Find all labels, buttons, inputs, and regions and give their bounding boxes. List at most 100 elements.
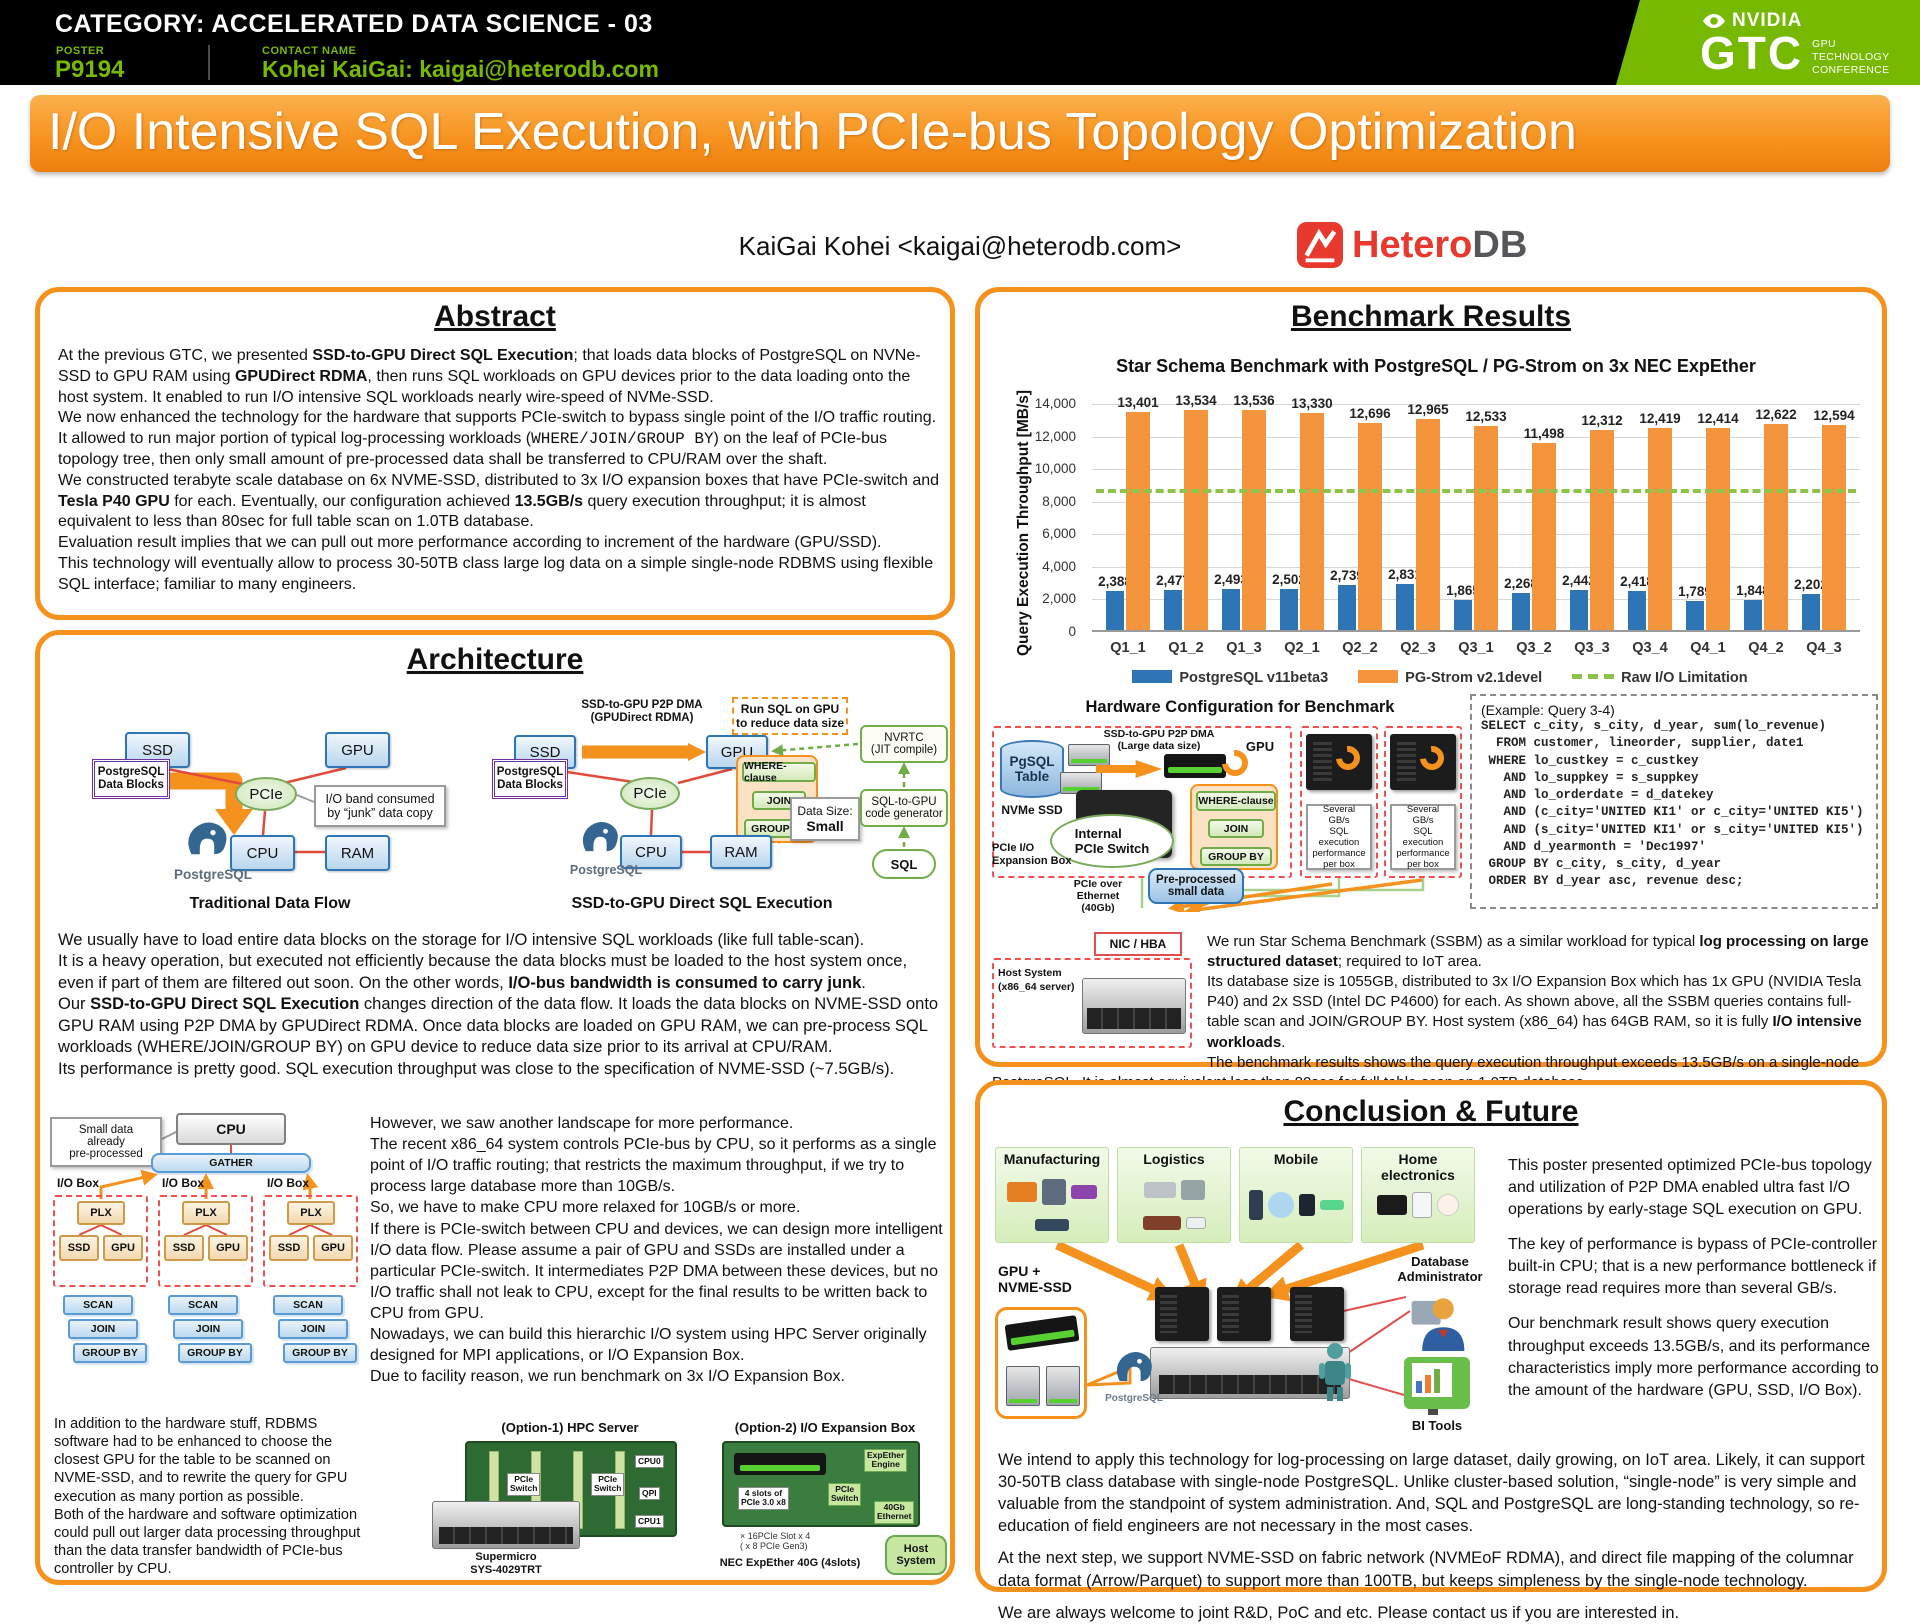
industry-label: Manufacturing bbox=[1003, 1151, 1101, 1167]
bar-wrap: 1,865 bbox=[1446, 583, 1480, 630]
hw-config-diagram: PgSQL Table NVMe SSD SSD-to-GPU P2P DMA … bbox=[992, 720, 1462, 914]
mobile-illustration bbox=[1248, 1174, 1344, 1236]
bar-postgresql-Q1_2 bbox=[1164, 589, 1182, 630]
bar-value-label: 2,418 bbox=[1620, 573, 1654, 589]
option1-caption: Supermicro SYS-4029TRT bbox=[470, 1551, 542, 1576]
sql-box: SQL bbox=[872, 849, 936, 879]
bar-value-label: 1,865 bbox=[1446, 582, 1480, 598]
bar-postgresql-Q3_2 bbox=[1512, 593, 1530, 630]
internal-pcie-switch: Internal PCIe Switch bbox=[1050, 814, 1174, 868]
bar-pg-strom-Q3_3 bbox=[1590, 429, 1614, 630]
bar-wrap: 13,401 bbox=[1117, 395, 1159, 630]
bar-value-label: 13,536 bbox=[1233, 392, 1275, 408]
header-divider bbox=[208, 45, 210, 80]
bar-pg-strom-Q3_4 bbox=[1648, 427, 1672, 630]
nvme-ssd-label: NVMe SSD bbox=[1001, 803, 1063, 817]
industry-box-mobile: Mobile bbox=[1239, 1147, 1353, 1243]
option2-caption: NEC ExpEther 40G (4slots) bbox=[719, 1557, 861, 1569]
bar-postgresql-Q3_1 bbox=[1454, 599, 1472, 630]
gather-bar: GATHER bbox=[151, 1153, 311, 1173]
bar-value-label: 2,739 bbox=[1330, 568, 1364, 584]
option1-chassis-photo bbox=[432, 1501, 580, 1549]
author-byline: KaiGai Kohei <kaigai@heterodb.com> bbox=[738, 231, 1182, 261]
trad-caption: Traditional Data Flow bbox=[189, 895, 351, 912]
iobox-dashed-box bbox=[53, 1195, 148, 1287]
bar-value-label: 12,414 bbox=[1697, 410, 1739, 426]
perbox-performance-label: Several GB/s SQL execution performance p… bbox=[1306, 804, 1372, 870]
scan-chip: SCAN bbox=[273, 1295, 343, 1315]
data-size-small-box: Data Size: Small bbox=[790, 797, 860, 841]
title-banner: I/O Intensive SQL Execution, with PCIe-b… bbox=[30, 95, 1890, 172]
bar-wrap: 2,831 bbox=[1388, 567, 1422, 630]
category-label: CATEGORY: ACCELERATED DATA SCIENCE - 03 bbox=[55, 10, 653, 38]
option2-label: (Option-2) I/O Expansion Box bbox=[734, 1420, 916, 1435]
scan-chip: SCAN bbox=[63, 1295, 133, 1315]
bar-pg-strom-Q2_3 bbox=[1416, 418, 1440, 630]
bar-postgresql-Q4_1 bbox=[1686, 600, 1704, 630]
server-icon bbox=[1155, 1287, 1209, 1341]
bar-value-label: 11,498 bbox=[1523, 425, 1565, 441]
abstract-body: At the previous GTC, we presented SSD-to… bbox=[58, 347, 940, 593]
bar-pg-strom-Q1_3 bbox=[1242, 409, 1266, 630]
bar-postgresql-Q4_3 bbox=[1802, 594, 1820, 630]
conclusion-paragraph: Our benchmark result shows query executi… bbox=[1508, 1315, 1879, 1399]
bar-value-label: 2,268 bbox=[1504, 576, 1538, 592]
iobox-dashed-box bbox=[263, 1195, 358, 1287]
y-tick-label: 2,000 bbox=[1042, 591, 1076, 607]
manufacturing-illustration bbox=[1004, 1174, 1100, 1236]
gtc-subtitle: GPU TECHNOLOGY CONFERENCE bbox=[1812, 38, 1890, 77]
bar-wrap: 12,696 bbox=[1349, 406, 1391, 630]
join-chip: JOIN bbox=[68, 1319, 138, 1339]
qpi-chip: QPI bbox=[639, 1487, 660, 1501]
direct-caption: SSD-to-GPU Direct SQL Execution bbox=[571, 895, 833, 912]
bar-pg-strom-Q4_3 bbox=[1822, 424, 1846, 630]
legend-item-pgstrom: PG-Strom v2.1devel bbox=[1358, 670, 1542, 686]
pcie-slots-chip: 4 slots of PCIe 3.0 x8 bbox=[738, 1487, 789, 1510]
legend-swatch-green-dash bbox=[1572, 674, 1615, 679]
bar-value-label: 12,965 bbox=[1407, 401, 1449, 417]
nvme-ssd-icon bbox=[1006, 1366, 1040, 1406]
x-tick-label: Q3_4 bbox=[1632, 640, 1668, 656]
trad-pg-datablocks: PostgreSQL Data Blocks bbox=[92, 759, 170, 799]
industry-label: Mobile bbox=[1273, 1151, 1319, 1167]
contact-label: CONTACT NAME bbox=[262, 45, 357, 57]
x-tick-label: Q1_2 bbox=[1168, 640, 1204, 656]
nvme-ssd-icon bbox=[1068, 744, 1110, 766]
expansion-box-1 bbox=[992, 726, 1292, 878]
join-chip: JOIN bbox=[1208, 819, 1264, 838]
bar-wrap: 2,388 bbox=[1098, 574, 1132, 630]
heterodb-logo-icon bbox=[1297, 222, 1343, 268]
server-icon bbox=[1082, 978, 1186, 1035]
x-tick-label: Q4_1 bbox=[1690, 640, 1726, 656]
option1-label: (Option-1) HPC Server bbox=[501, 1420, 639, 1435]
iobox-dashed-box bbox=[158, 1195, 253, 1287]
conclusion-bottom-text: We intend to apply this technology for l… bbox=[998, 1449, 1874, 1624]
expansion-box-label: PCIe I/O Expansion Box bbox=[992, 842, 1072, 867]
trad-cpu-node: CPU bbox=[230, 835, 295, 871]
conclusion-paragraph: This poster presented optimized PCIe-bus… bbox=[1508, 1157, 1872, 1219]
bar-value-label: 13,534 bbox=[1175, 392, 1217, 408]
sql-codegen-box: SQL-to-GPU code generator bbox=[860, 789, 948, 827]
bar-wrap: 12,312 bbox=[1581, 413, 1623, 630]
legend-item-postgresql: PostgreSQL v11beta3 bbox=[1132, 670, 1328, 686]
host-system-dashed-box: Host System (x86_64 server) bbox=[992, 958, 1192, 1049]
bar-postgresql-Q3_3 bbox=[1570, 590, 1588, 630]
run-sql-on-gpu-callout: Run SQL on GPU to reduce data size bbox=[732, 697, 848, 735]
gpu-nvme-callout-box bbox=[995, 1307, 1087, 1419]
host-system-label: Host System (x86_64 server) bbox=[998, 967, 1075, 994]
bar-value-label: 2,493 bbox=[1214, 572, 1248, 588]
bar-wrap: 2,442 bbox=[1562, 573, 1596, 630]
bar-wrap: 12,594 bbox=[1813, 408, 1855, 630]
nvme-ssd-icon bbox=[1046, 1366, 1080, 1406]
postgresql-logo-text: PostgreSQL bbox=[173, 867, 252, 882]
x-tick-label: Q2_3 bbox=[1400, 640, 1436, 656]
bar-wrap: 2,493 bbox=[1214, 572, 1248, 630]
